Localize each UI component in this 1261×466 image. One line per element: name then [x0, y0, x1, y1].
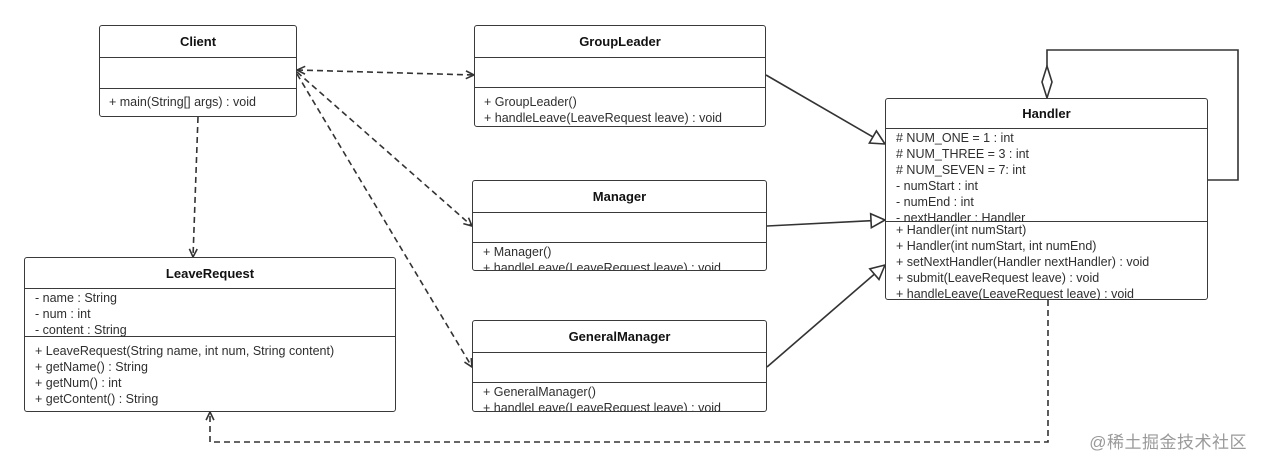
class-name: Client — [100, 26, 296, 58]
generalization-manager-handler-head — [869, 212, 887, 230]
attribute: - content : String — [35, 323, 127, 337]
class-name: Handler — [886, 99, 1207, 129]
method-compartment: + LeaveRequest(String name, int num, Str… — [25, 337, 395, 407]
method: + handleLeave(LeaveRequest leave) : void — [896, 287, 1135, 300]
attribute: # NUM_THREE = 3 : int — [896, 147, 1030, 161]
attribute: - num : int — [35, 307, 91, 321]
generalization-generalmanager-handler-head — [868, 263, 887, 281]
generalization-groupleader-handler-head — [868, 129, 887, 145]
generalization-groupleader-handler — [765, 74, 874, 138]
method: + getName() : String — [35, 360, 148, 374]
attribute: - name : String — [35, 291, 117, 305]
method: + handleLeave(LeaveRequest leave) : void — [483, 401, 722, 412]
attribute: - nextHandler : Handler — [896, 211, 1026, 225]
class-client[interactable]: Client + main(String[] args) : void — [99, 25, 297, 117]
attribute: # NUM_ONE = 1 : int — [896, 131, 1014, 145]
class-leave-request[interactable]: LeaveRequest - name : String - num : int… — [24, 257, 396, 412]
attribute-compartment — [473, 213, 766, 243]
dependency-client-groupleader — [296, 69, 475, 76]
attribute-compartment — [473, 353, 766, 383]
class-name: GroupLeader — [475, 26, 765, 58]
generalization-manager-handler — [766, 219, 872, 227]
dependency-arrowhead — [205, 410, 215, 421]
attribute-compartment — [475, 58, 765, 88]
class-manager[interactable]: Manager + Manager() + handleLeave(LeaveR… — [472, 180, 767, 271]
class-name: Manager — [473, 181, 766, 213]
attribute-compartment: - name : String - num : int - content : … — [25, 289, 395, 337]
attribute: # NUM_SEVEN = 7: int — [896, 163, 1026, 177]
generalization-generalmanager-handler — [766, 273, 875, 368]
attribute-compartment: # NUM_ONE = 1 : int # NUM_THREE = 3 : in… — [886, 129, 1207, 225]
method: + Handler(int numStart, int numEnd) — [896, 239, 1097, 253]
method: + submit(LeaveRequest leave) : void — [896, 271, 1100, 285]
class-group-leader[interactable]: GroupLeader + GroupLeader() + handleLeav… — [474, 25, 766, 127]
method: + setNextHandler(Handler nextHandler) : … — [896, 255, 1150, 269]
watermark: @稀土掘金技术社区 — [1089, 433, 1247, 452]
method-compartment: + main(String[] args) : void — [100, 89, 296, 110]
method: + LeaveRequest(String name, int num, Str… — [35, 344, 335, 358]
attribute-compartment — [100, 58, 296, 89]
aggregation-handler-self — [1046, 49, 1239, 181]
dependency-client-manager — [296, 71, 473, 227]
dependency-handler-leaverequest — [209, 300, 1049, 443]
class-handler[interactable]: Handler # NUM_ONE = 1 : int # NUM_THREE … — [885, 98, 1208, 300]
method: + Manager() — [483, 245, 552, 259]
method: + GroupLeader() — [484, 95, 577, 109]
method-compartment: + GroupLeader() + handleLeave(LeaveReque… — [475, 88, 765, 126]
method: + Handler(int numStart) — [896, 223, 1027, 237]
dependency-client-leaverequest — [192, 116, 199, 258]
class-name: LeaveRequest — [25, 258, 395, 289]
method: + handleLeave(LeaveRequest leave) : void — [484, 111, 723, 125]
method: + handleLeave(LeaveRequest leave) : void — [483, 261, 722, 271]
class-name: GeneralManager — [473, 321, 766, 353]
dependency-client-generalmanager — [296, 73, 473, 368]
dependency-arrowhead — [295, 65, 306, 75]
method: + GeneralManager() — [483, 385, 596, 399]
method: + getNum() : int — [35, 376, 122, 390]
class-general-manager[interactable]: GeneralManager + GeneralManager() + hand… — [472, 320, 767, 412]
method-compartment: + Handler(int numStart) + Handler(int nu… — [886, 222, 1207, 300]
method-compartment: + GeneralManager() + handleLeave(LeaveRe… — [473, 383, 766, 412]
attribute: - numStart : int — [896, 179, 978, 193]
method: + getContent() : String — [35, 392, 159, 406]
aggregation-diamond — [1041, 63, 1053, 101]
method-compartment: + Manager() + handleLeave(LeaveRequest l… — [473, 243, 766, 271]
attribute: - numEnd : int — [896, 195, 974, 209]
method: + main(String[] args) : void — [109, 95, 256, 109]
